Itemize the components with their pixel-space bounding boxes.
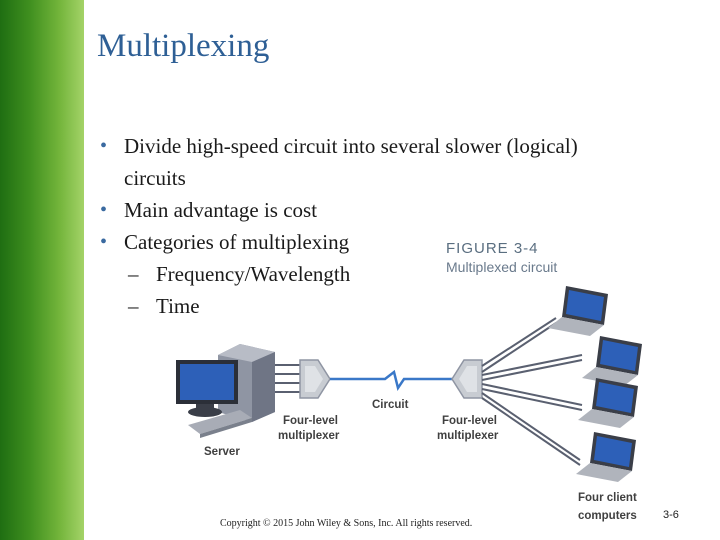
sub-bullet-item: Frequency/Wavelength [100,258,660,290]
client-laptop-icon [582,336,642,386]
client-laptop-icon [576,432,636,482]
sub-bullet-text: Frequency/Wavelength [156,262,351,286]
right-multiplexer-icon [451,359,483,399]
server-input-lines [275,364,300,393]
left-mux-label-line1: Four-level [283,415,338,427]
circuit-label: Circuit [372,399,409,411]
client-laptop-icon [548,286,608,336]
clients-label-line1: Four client [578,492,637,504]
figure-number: FIGURE 3-4 [446,240,539,257]
bullet-item: Main advantage is cost [100,194,660,226]
clients-label-line2: computers [578,510,637,522]
slide-title: Multiplexing [97,28,270,64]
bullet-text-continued: circuits [124,166,186,190]
client-output-lines [481,317,583,466]
left-sidebar-bar [0,0,84,540]
left-multiplexer-icon [299,359,331,399]
left-mux-label-line2: multiplexer [278,430,340,442]
figure-caption-block: FIGURE 3-4 Multiplexed circuit [446,240,557,275]
figure-caption: Multiplexed circuit [446,259,558,275]
bullet-list: Divide high-speed circuit into several s… [100,130,660,322]
bullet-text: Categories of multiplexing [124,230,350,254]
sub-bullet-text: Time [156,294,200,318]
bullet-item: Divide high-speed circuit into several s… [100,130,660,194]
client-laptop-icon [578,378,638,428]
sub-bullet-item: Time [100,290,660,322]
copyright-footer: Copyright © 2015 John Wiley & Sons, Inc.… [220,518,473,529]
bullet-text: Main advantage is cost [124,198,318,222]
server-computer-icon [176,344,275,438]
page-number: 3-6 [663,509,679,521]
bullet-item: Categories of multiplexing [100,226,660,258]
circuit-line [330,369,452,392]
server-label: Server [204,446,240,458]
right-mux-label-line1: Four-level [442,415,497,427]
right-mux-label-line2: multiplexer [437,430,499,442]
bullet-text: Divide high-speed circuit into several s… [124,134,578,158]
